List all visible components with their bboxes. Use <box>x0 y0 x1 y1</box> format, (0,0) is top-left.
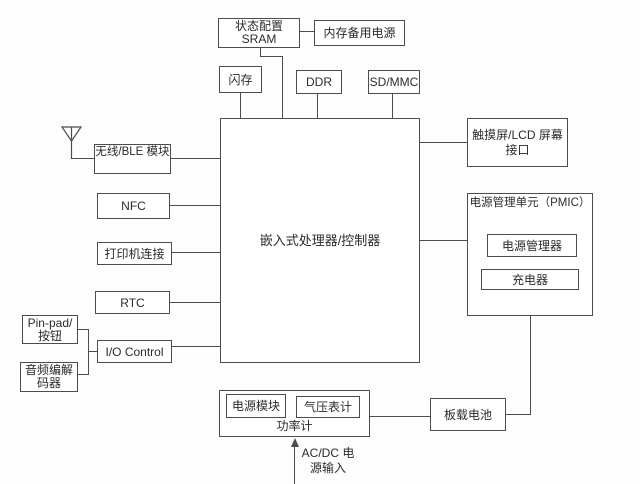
connector-wireless-processor <box>171 158 220 159</box>
connector-sram-membackup <box>299 31 314 32</box>
box-touchscreen-lcd-interface: 触摸屏/LCD 屏幕 接口 <box>467 118 568 167</box>
connector-acdc-input-line <box>294 446 295 484</box>
connector-nfc-processor <box>170 205 220 206</box>
pinpad-label-line2: 按钮 <box>37 328 62 343</box>
connector-flash-processor <box>240 92 241 118</box>
connector-ddr-processor <box>317 93 318 118</box>
antenna-icon <box>60 126 83 159</box>
box-ddr: DDR <box>296 70 342 94</box>
connector-processor-pmic <box>420 240 467 241</box>
box-sd-mmc: SD/MMC <box>368 70 420 94</box>
connector-powermeter-battery <box>370 416 430 417</box>
box-onboard-battery: 板载电池 <box>430 398 506 431</box>
sram-label-line2: SRAM <box>241 32 277 46</box>
arrow-up-icon <box>291 438 299 447</box>
connector-join-iocontrol <box>88 351 97 352</box>
box-status-config-sram: 状态配置 SRAM <box>218 18 300 48</box>
connector-sram-drop-2 <box>260 56 283 57</box>
box-embedded-processor: 嵌入式处理器/控制器 <box>220 118 420 363</box>
connector-processor-lcd <box>420 142 467 143</box>
box-wireless-ble: 无线/BLE 模块 <box>94 144 171 174</box>
box-pinpad-buttons: Pin-pad/ 按钮 <box>22 315 78 344</box>
box-nfc: NFC <box>97 193 170 219</box>
box-power-manager: 电源管理器 <box>487 234 577 257</box>
box-printer-connection: 打印机连接 <box>97 242 172 265</box>
acdc-input-label: AC/DC 电 源输入 <box>296 446 360 476</box>
connector-antenna-wireless <box>71 158 94 159</box>
connector-audio-stub <box>78 374 88 375</box>
pmic-group-title: 电源管理单元（PMIC） <box>469 197 591 209</box>
connector-pinpad-audio-join <box>88 329 89 375</box>
box-rtc: RTC <box>95 291 170 314</box>
connector-sdmmc-processor <box>392 93 393 118</box>
connector-rtc-processor <box>170 302 220 303</box>
power-meter-label: 功率计 <box>276 419 313 433</box>
connector-battery-pmic <box>506 414 531 415</box>
connector-iocontrol-processor <box>172 346 220 347</box>
box-io-control: I/O Control <box>97 340 172 363</box>
connector-printer-processor <box>172 252 220 253</box>
connector-sram-processor <box>282 56 283 118</box>
sram-label-line1: 状态配置 <box>234 19 283 33</box>
connector-pinpad-stub <box>78 329 88 330</box>
audio-codec-label-line1: 音频编解 <box>24 363 73 377</box>
lcd-label-line2: 接口 <box>505 142 530 157</box>
box-barometer: 气压表计 <box>296 396 360 418</box>
pinpad-label-line1: Pin-pad/ <box>27 315 73 330</box>
connector-pmic-battery-vertical <box>530 316 531 415</box>
connector-sram-drop-1 <box>260 47 261 57</box>
box-audio-codec: 音频编解 码器 <box>20 362 78 392</box>
box-memory-backup-power: 内存备用电源 <box>314 20 405 46</box>
audio-codec-label-line2: 码器 <box>36 376 61 390</box>
box-flash: 闪存 <box>219 66 262 93</box>
box-charger: 充电器 <box>481 269 579 290</box>
box-power-module: 电源模块 <box>226 394 286 418</box>
lcd-label-line1: 触摸屏/LCD 屏幕 <box>472 127 563 142</box>
acdc-label-line2: 源输入 <box>309 461 346 475</box>
acdc-label-line1: AC/DC 电 <box>301 446 355 460</box>
